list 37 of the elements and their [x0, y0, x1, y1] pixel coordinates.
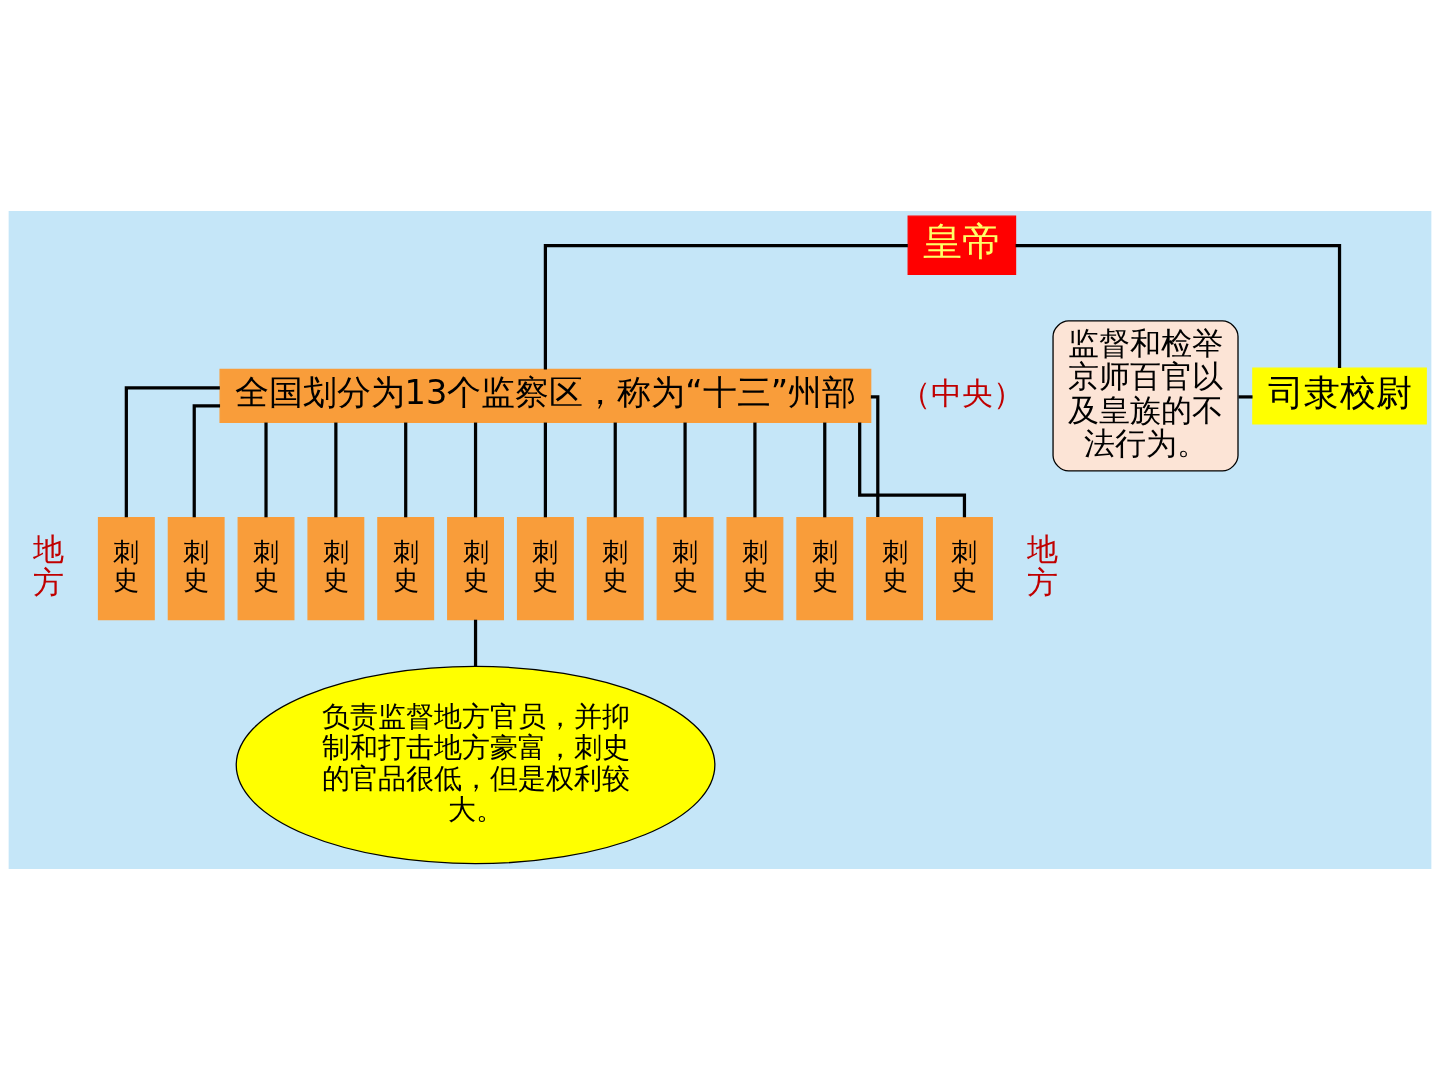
- connector: [543, 422, 547, 518]
- connector: [1015, 243, 1342, 369]
- node-box: 刺史: [447, 516, 504, 621]
- connector: [124, 386, 220, 518]
- label: 地方: [1026, 530, 1058, 601]
- node-box: 刺史: [866, 516, 924, 621]
- node-box: 刺史: [97, 516, 155, 621]
- node-box: 司隶校尉: [1252, 367, 1427, 425]
- connector: [753, 422, 757, 518]
- node-box: 监督和检举京师百官以及皇族的不法行为。: [1052, 320, 1239, 472]
- node-box: 刺史: [237, 516, 295, 621]
- connector: [264, 422, 268, 518]
- node-box: 刺史: [936, 516, 993, 621]
- connector: [823, 422, 827, 518]
- connector: [870, 395, 880, 518]
- connector: [192, 404, 221, 518]
- node-box: 皇帝: [907, 215, 1017, 276]
- label: 地方: [33, 530, 65, 601]
- connector: [473, 619, 478, 667]
- node-box: 刺史: [377, 516, 435, 621]
- node-box: 刺史: [307, 516, 365, 621]
- label: （中央）: [899, 374, 1024, 411]
- node-box: 刺史: [656, 516, 714, 621]
- connector: [543, 243, 908, 370]
- node-box: 刺史: [796, 516, 854, 621]
- connector: [1238, 395, 1253, 399]
- node-box: 刺史: [586, 516, 644, 621]
- connector: [334, 422, 338, 518]
- connector: [683, 422, 687, 518]
- node-box: 刺史: [516, 516, 574, 621]
- connector: [613, 422, 617, 518]
- node-ellipse: 负责监督地方官员，并抑制和打击地方豪富，刺史的官品很低，但是权利较大。: [235, 665, 716, 865]
- connector: [473, 422, 478, 518]
- node-box: 刺史: [726, 516, 784, 621]
- node-box: 全国划分为13个监察区，称为“十三”州部: [219, 368, 872, 424]
- node-box: 刺史: [167, 516, 225, 621]
- connector: [404, 422, 408, 518]
